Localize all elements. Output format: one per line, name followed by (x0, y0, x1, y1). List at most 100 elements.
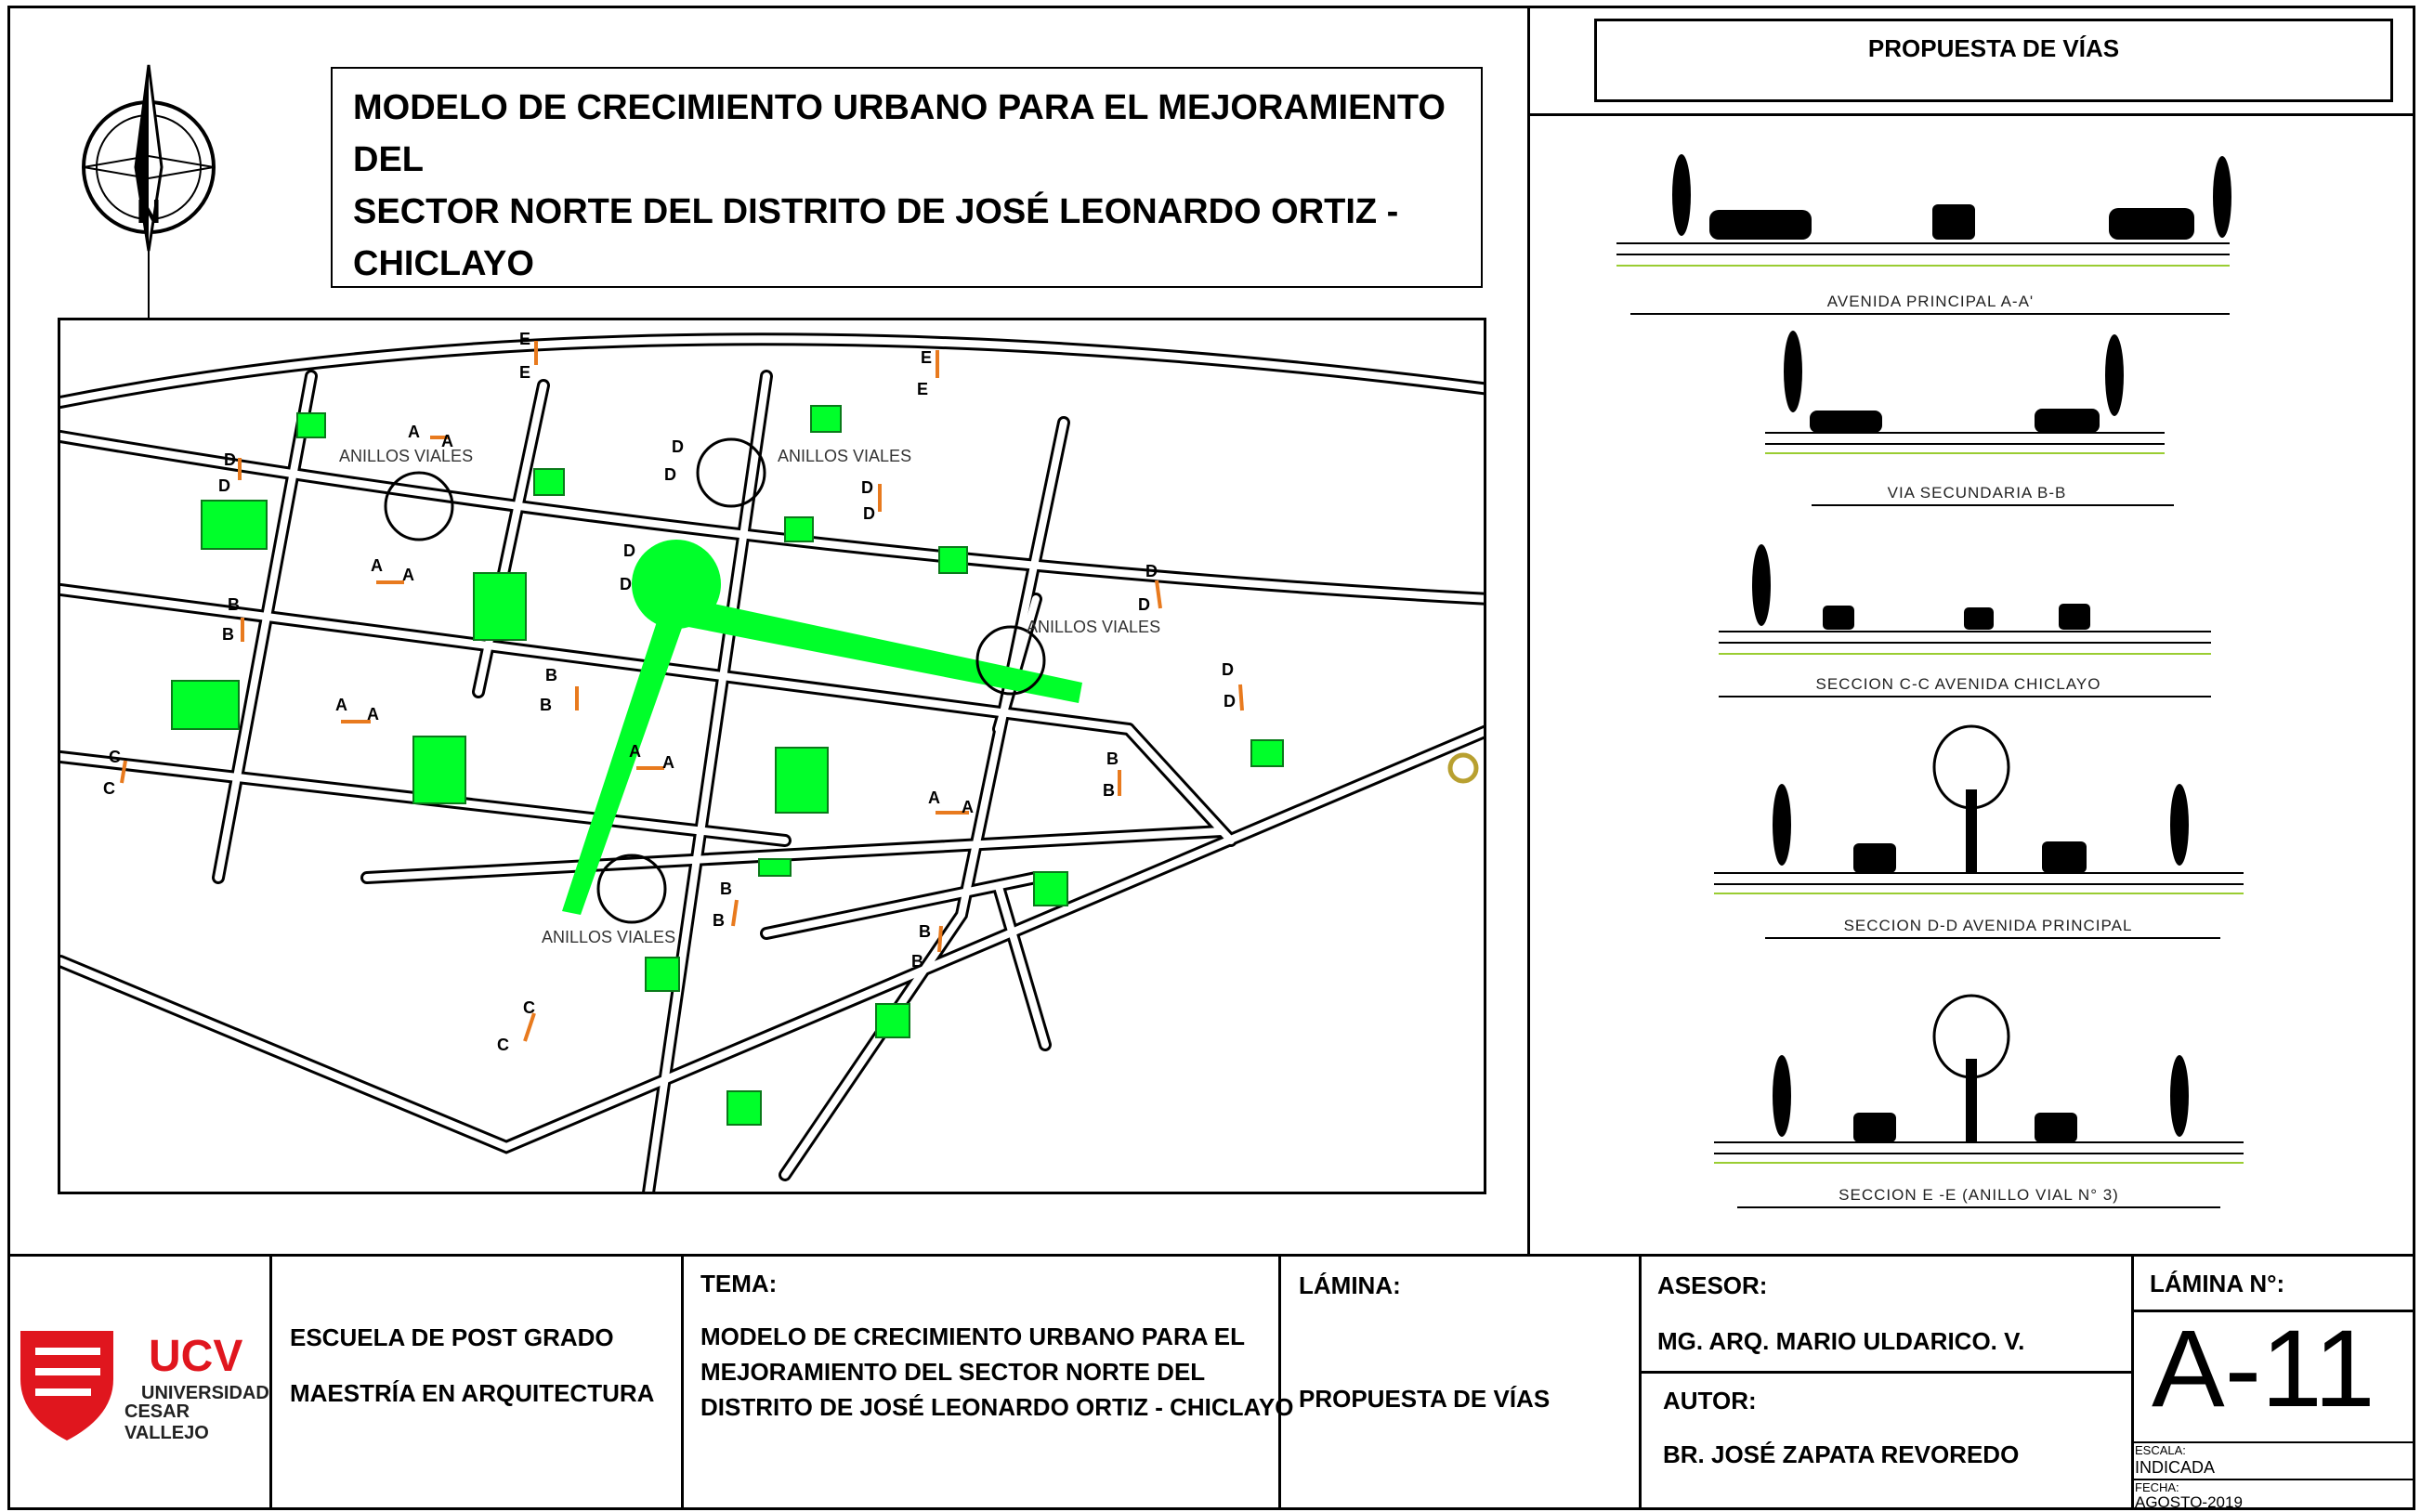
section-letter: C (109, 748, 121, 766)
section-caption-d: SECCION D-D AVENIDA PRINCIPAL (1844, 917, 2133, 934)
green-axis (562, 540, 1082, 915)
ring-label: ANILLOS VIALES (542, 928, 675, 946)
tema-line-1: MODELO DE CRECIMIENTO URBANO PARA EL (700, 1323, 1245, 1350)
section-letter: D (623, 541, 635, 560)
title-line-3: CHICLAYO (353, 244, 534, 283)
tb-rule (2131, 1310, 2415, 1312)
section-letter: E (921, 348, 932, 367)
section-letter: D (218, 476, 230, 495)
section-letter: B (1103, 781, 1115, 800)
section-letter: E (917, 380, 928, 398)
logo-line-2: CESAR VALLEJO (124, 1401, 209, 1443)
ring-label: ANILLOS VIALES (778, 447, 911, 465)
title-line-1: MODELO DE CRECIMIENTO URBANO PARA EL MEJ… (353, 88, 1446, 179)
ring-label: ANILLOS VIALES (1027, 618, 1160, 636)
section-letter: D (1138, 595, 1150, 614)
section-letter: C (523, 998, 535, 1017)
escala-label: ESCALA: (2135, 1443, 2186, 1457)
tb-rule (681, 1256, 684, 1510)
section-caption-b: VIA SECUNDARIA B-B (1888, 484, 2067, 502)
tb-rule (1639, 1371, 2133, 1374)
section-letter: A (662, 753, 674, 772)
road-rings (384, 437, 1046, 924)
section-letter: B (919, 922, 931, 941)
ring-labels: ANILLOS VIALES ANILLOS VIALES ANILLOS VI… (339, 447, 1160, 946)
tb-rule (1278, 1256, 1281, 1510)
school-name: ESCUELA DE POST GRADO (290, 1323, 614, 1351)
sheet-frame (7, 6, 2415, 1510)
section-letter: C (497, 1036, 509, 1054)
section-letter: B (911, 952, 923, 971)
asesor-value: MG. ARQ. MARIO ULDARICO. V. (1657, 1327, 2025, 1355)
logo-brand: UCV (149, 1332, 243, 1381)
main-title: MODELO DE CRECIMIENTO URBANO PARA EL MEJ… (331, 67, 1483, 288)
section-markers (120, 341, 1244, 1042)
section-letter: B (228, 595, 240, 614)
map-svg: ANILLOS VIALES ANILLOS VIALES ANILLOS VI… (60, 330, 1484, 1192)
autor-label: AUTOR: (1663, 1387, 1757, 1414)
north-compass-icon: N (82, 64, 216, 320)
fecha-value: AGOSTO-2019 (2135, 1493, 2243, 1511)
section-letter: B (222, 625, 234, 644)
section-letter: B (713, 911, 725, 930)
title-line-2: SECTOR NORTE DEL DISTRITO DE JOSÉ LEONAR… (353, 192, 1399, 231)
section-letter: D (664, 465, 676, 484)
section-letter: A (629, 742, 641, 761)
titleblock-rule (7, 1254, 2415, 1257)
section-letters: E E E E A A D D D D D D D D A A B B D D … (103, 330, 1236, 1054)
tb-rule (269, 1256, 272, 1510)
tema-line-2: MEJORAMIENTO DEL SECTOR NORTE DEL (700, 1358, 1206, 1386)
section-letter: A (928, 789, 940, 807)
tb-rule (2131, 1441, 2415, 1443)
section-letter: B (1106, 749, 1119, 768)
section-letter: A (371, 556, 383, 575)
tema-line-3: DISTRITO DE JOSÉ LEONARDO ORTIZ - CHICLA… (700, 1393, 1294, 1421)
section-letter: A (367, 705, 379, 723)
section-letter: A (441, 432, 453, 450)
section-letter: B (545, 666, 557, 684)
asesor-label: ASESOR: (1657, 1271, 1768, 1299)
green-areas (171, 405, 1284, 1126)
lamina-no-label: LÁMINA N°: (2150, 1270, 2285, 1297)
program-name: MAESTRÍA EN ARQUITECTURA (290, 1379, 655, 1407)
section-letter: B (540, 696, 552, 714)
tb-rule (1639, 1256, 1642, 1510)
section-letter: D (620, 575, 632, 593)
roundabout-icon (1447, 752, 1479, 784)
ucv-logo: UCV UNIVERSIDAD CESAR VALLEJO (17, 1323, 269, 1453)
section-letter: B (720, 880, 732, 898)
sections-panel: AVENIDA PRINCIPAL A-A' VIA SECUNDARIA B-… (1579, 139, 2248, 1217)
tb-rule (2131, 1479, 2415, 1480)
panel-divider (1527, 6, 1530, 1256)
ring-label: ANILLOS VIALES (339, 447, 473, 465)
section-letter: D (861, 478, 873, 497)
lamina-no-value: A-11 (2152, 1308, 2375, 1430)
autor-value: BR. JOSÉ ZAPATA REVOREDO (1663, 1440, 2020, 1468)
section-figures (1672, 154, 2231, 1142)
tb-rule (2131, 1256, 2134, 1510)
section-letter: A (335, 696, 347, 714)
section-caption-a: AVENIDA PRINCIPAL A-A' (1827, 293, 2034, 310)
right-panel-rule (1527, 113, 2415, 116)
sections-svg: AVENIDA PRINCIPAL A-A' VIA SECUNDARIA B-… (1616, 154, 2244, 1208)
section-letter: D (672, 437, 684, 456)
lamina-label: LÁMINA: (1299, 1271, 1401, 1299)
section-letter: D (1222, 660, 1234, 679)
section-caption-c: SECCION C-C AVENIDA CHICLAYO (1816, 675, 2101, 693)
section-letter: D (863, 504, 875, 523)
ucv-shield-icon (20, 1331, 113, 1440)
lamina-value: PROPUESTA DE VÍAS (1299, 1385, 1551, 1413)
section-letter: D (1224, 692, 1236, 710)
section-letter: D (224, 450, 236, 469)
section-letter: A (408, 423, 420, 441)
section-caption-e: SECCION E -E (ANILLO VIAL N° 3) (1839, 1186, 2119, 1204)
section-letter: D (1145, 562, 1158, 580)
section-letter: A (962, 798, 974, 816)
logo-line-1: UNIVERSIDAD (141, 1383, 269, 1403)
escala-value: INDICADA (2135, 1458, 2216, 1477)
tema-label: TEMA: (700, 1270, 778, 1297)
section-letter: E (519, 363, 530, 382)
compass-label: N (137, 192, 161, 230)
section-letter: E (519, 330, 530, 348)
section-letter: C (103, 779, 115, 798)
